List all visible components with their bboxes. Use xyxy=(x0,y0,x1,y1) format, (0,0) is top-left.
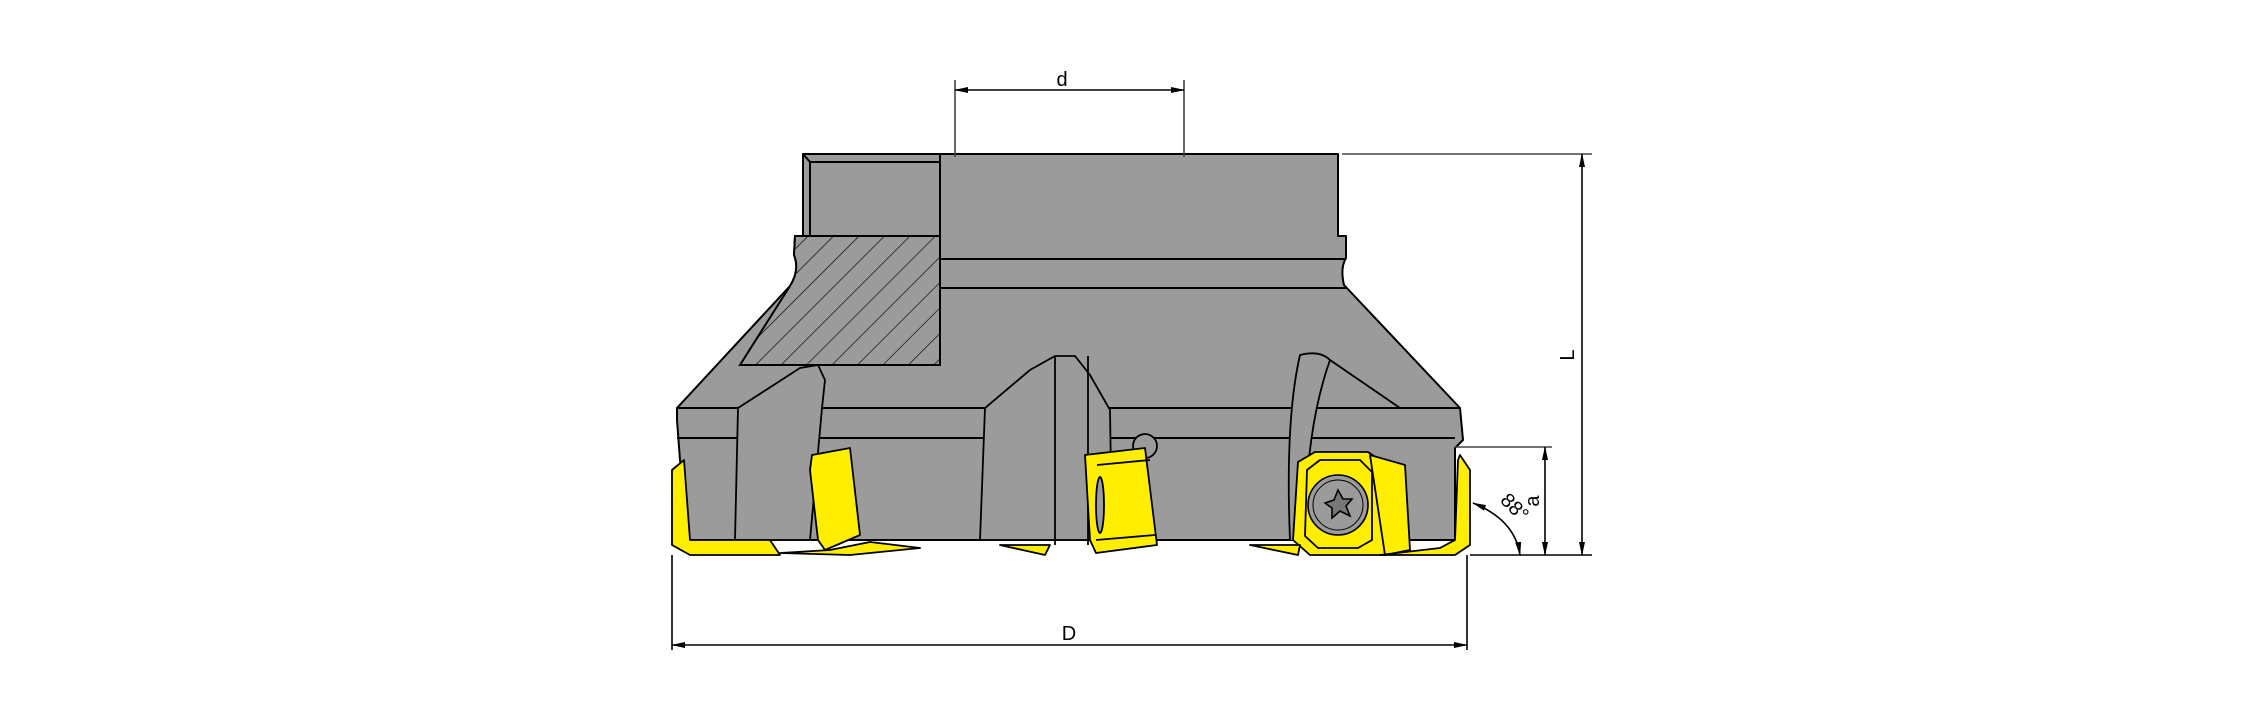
dimension-lines xyxy=(671,80,1592,650)
dim-label-a: a xyxy=(1522,495,1544,507)
dim-label-L: L xyxy=(1557,349,1579,360)
insert-left-edge xyxy=(671,459,781,556)
dim-label-d: d xyxy=(1056,69,1067,91)
torx-screw-icon xyxy=(1307,474,1369,536)
insert-left xyxy=(809,447,861,551)
chip-pockets xyxy=(734,352,1401,545)
dim-label-D: D xyxy=(1062,623,1076,645)
insert-right-edge xyxy=(1379,454,1471,556)
hatched-section xyxy=(738,235,941,366)
